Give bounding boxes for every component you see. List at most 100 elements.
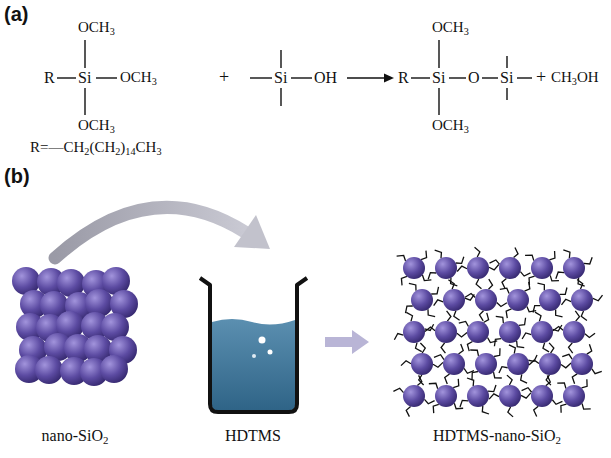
- alkyl-chain: [557, 383, 566, 389]
- alkyl-chain: [489, 265, 499, 270]
- reaction-arrow: [347, 74, 394, 83]
- alkyl-chain: [500, 288, 509, 293]
- alkyl-chain: [447, 311, 451, 321]
- alkyl-chain: [549, 343, 554, 353]
- silica-sphere: [475, 353, 497, 375]
- silica-sphere: [499, 257, 521, 279]
- alkyl-chain: [456, 257, 464, 264]
- alkyl-chain: [431, 287, 438, 294]
- alkyl-chain: [406, 406, 410, 416]
- alkyl-chain: [489, 260, 499, 264]
- alkyl-chain: [441, 343, 445, 353]
- alkyl-chain: [581, 311, 587, 321]
- alkyl-chain: [533, 306, 541, 313]
- alkyl-chain: [434, 300, 444, 306]
- alkyl-chain: [529, 276, 535, 285]
- silica-sphere: [403, 257, 425, 279]
- silica-sphere: [467, 321, 489, 343]
- alkyl-chain: [394, 334, 403, 340]
- alkyl-chain: [509, 345, 515, 354]
- alkyl-chain: [561, 299, 571, 305]
- alkyl-chain: [470, 350, 478, 356]
- alkyl-chain: [522, 333, 531, 339]
- silica-sphere: [499, 321, 521, 343]
- alkyl-chain: [428, 273, 436, 280]
- alkyl-chain: [562, 354, 572, 359]
- silica-sphere: [475, 289, 497, 311]
- alkyl-chain: [453, 379, 459, 388]
- alkyl-chain: [458, 344, 463, 354]
- nano-sio2-cluster: [12, 267, 138, 386]
- chemical-bonds: [57, 40, 532, 115]
- alkyl-chain: [433, 362, 443, 367]
- plus-sign: +: [536, 68, 546, 86]
- alkyl-chain: [488, 385, 496, 392]
- chem-atom: Si: [500, 70, 513, 86]
- chem-group: OCH3: [78, 20, 115, 35]
- alkyl-chain: [422, 275, 431, 281]
- alkyl-chain: [445, 374, 450, 384]
- alkyl-chain: [577, 279, 583, 289]
- silica-sphere: [435, 321, 457, 343]
- alkyl-chain: [561, 363, 571, 368]
- alkyl-chain: [465, 294, 475, 300]
- silica-sphere: [100, 355, 128, 383]
- alkyl-chain: [409, 283, 416, 290]
- alkyl-chain: [472, 372, 478, 380]
- alkyl-chain: [563, 250, 570, 258]
- alkyl-chain: [582, 379, 588, 388]
- alkyl-chain: [575, 311, 579, 321]
- alkyl-chain: [528, 355, 537, 361]
- alkyl-chain: [424, 399, 434, 403]
- plus-sign: +: [219, 68, 229, 86]
- chem-atom: O: [468, 70, 480, 86]
- alkyl-chain: [425, 327, 435, 331]
- silica-sphere: [403, 321, 425, 343]
- silica-sphere: [35, 356, 63, 384]
- alkyl-chain: [479, 311, 483, 321]
- alkyl-chain: [454, 311, 460, 321]
- alkyl-chain: [535, 312, 541, 321]
- alkyl-chain: [556, 272, 564, 279]
- chem-group: OCH3: [120, 70, 157, 85]
- alkyl-chain: [584, 257, 592, 264]
- alkyl-chain: [537, 283, 544, 291]
- alkyl-chain: [429, 383, 438, 389]
- alkyl-chain: [428, 309, 435, 316]
- alkyl-chain: [433, 404, 439, 413]
- alkyl-chain: [546, 376, 551, 386]
- alkyl-chain: [476, 279, 481, 289]
- silica-sphere: [507, 353, 529, 375]
- alkyl-chain: [494, 372, 502, 378]
- alkyl-chain: [494, 348, 500, 356]
- chem-formula: R=—CH2(CH2)14CH3: [30, 140, 161, 155]
- alkyl-chain: [529, 360, 539, 365]
- alkyl-chain: [534, 406, 539, 416]
- alkyl-chain: [508, 407, 513, 417]
- alkyl-chain: [546, 375, 551, 385]
- silica-sphere: [435, 385, 457, 407]
- alkyl-chain: [592, 369, 602, 374]
- alkyl-chain: [587, 344, 592, 354]
- alkyl-chain: [457, 333, 467, 337]
- alkyl-chain: [553, 327, 563, 331]
- silica-sphere: [435, 257, 457, 279]
- chem-group: OCH3: [432, 118, 469, 133]
- silica-sphere: [571, 353, 593, 375]
- chem-formula: CH3OH: [551, 70, 599, 85]
- alkyl-chain: [569, 343, 573, 353]
- alkyl-chain: [549, 251, 555, 260]
- alkyl-chain: [494, 339, 501, 347]
- alkyl-chain: [521, 393, 531, 398]
- alkyl-chain: [421, 251, 427, 260]
- alkyl-chain: [520, 272, 530, 276]
- alkyl-chain: [572, 374, 577, 384]
- alkyl-chain: [397, 255, 406, 261]
- beaker: [200, 278, 307, 412]
- silica-sphere: [563, 257, 585, 279]
- chem-atom: R: [44, 70, 55, 86]
- material-label: nano-SiO2: [42, 428, 109, 444]
- alkyl-chain: [488, 279, 492, 289]
- modified-sio2-cluster: [393, 247, 602, 417]
